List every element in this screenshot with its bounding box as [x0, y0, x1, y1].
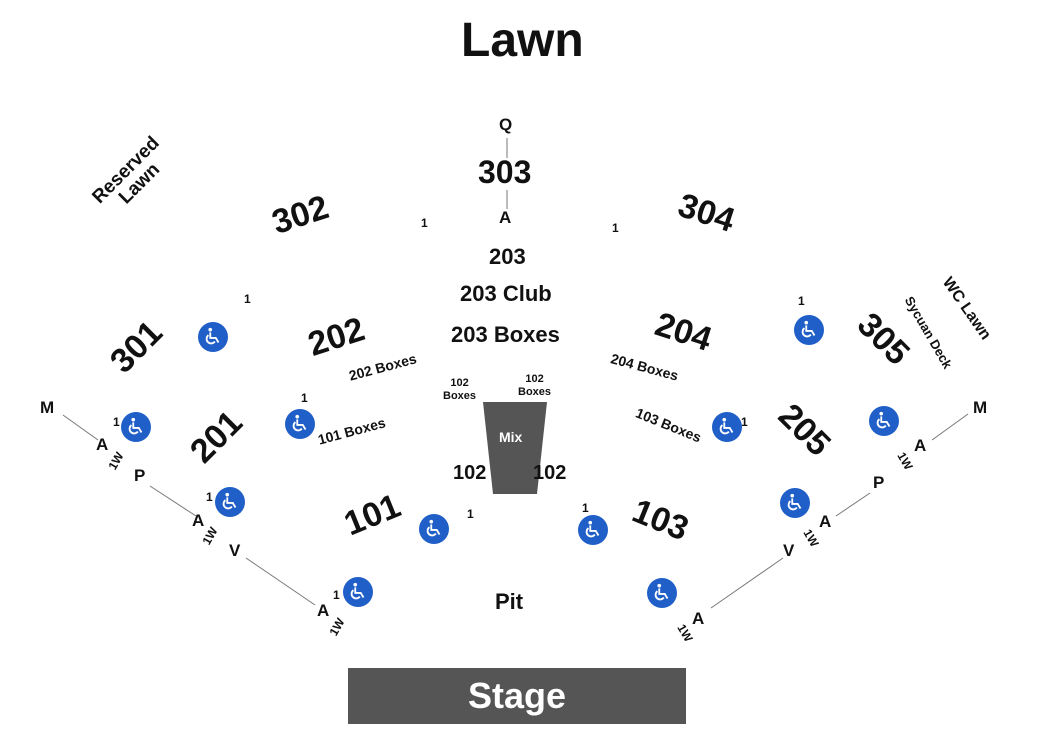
boxes-203-label[interactable]: 203 Boxes: [451, 322, 560, 347]
wheelchair-count: 1: [113, 415, 120, 429]
wheelchair-icon[interactable]: [712, 412, 742, 442]
lawn-title: Lawn: [461, 14, 584, 67]
row-a-left-1: A: [96, 435, 109, 454]
row-a-right-3: A: [692, 609, 705, 628]
club-203-label[interactable]: 203 Club: [460, 281, 552, 306]
wheelchair-icon[interactable]: [343, 577, 373, 607]
wheelchair-count: 1: [582, 501, 589, 515]
wheelchair-icon[interactable]: [578, 515, 608, 545]
wheelchair-icon[interactable]: [869, 406, 899, 436]
wheelchair-icon[interactable]: [198, 322, 228, 352]
wheelchair-count: 1: [301, 391, 308, 405]
stage-label: Stage: [467, 675, 567, 716]
wheelchair-icon[interactable]: [794, 315, 824, 345]
row-v-left: V: [229, 541, 241, 560]
wheelchair-count: 1: [741, 415, 748, 429]
wheelchair-count: 1: [244, 292, 251, 306]
wheelchair-count: 1: [206, 490, 213, 504]
wheelchair-icon[interactable]: [647, 578, 677, 608]
mix-booth[interactable]: [483, 402, 547, 494]
section-102-right[interactable]: 102: [533, 462, 567, 484]
row-p-right: P: [873, 473, 885, 492]
section-102-left[interactable]: 102: [453, 462, 487, 484]
stage: Stage: [348, 668, 686, 724]
row-a-303-label: A: [499, 208, 512, 227]
wheelchair-count: 1: [798, 294, 805, 308]
boxes-102-left-label[interactable]: 102 Boxes: [443, 377, 477, 402]
section-303[interactable]: 303: [478, 154, 532, 190]
row-m-right: M: [973, 398, 988, 417]
wheelchair-icon[interactable]: [780, 488, 810, 518]
wheelchair-count: 1: [612, 221, 619, 235]
row-q-label: Q: [499, 115, 513, 134]
wheelchair-count: 1: [421, 216, 428, 230]
mix-label: Mix: [499, 429, 523, 445]
row-p-left: P: [134, 466, 146, 485]
row-a-left-2: A: [192, 511, 205, 530]
row-a-right-1: A: [914, 436, 927, 455]
wheelchair-icon[interactable]: [285, 409, 315, 439]
wheelchair-icon[interactable]: [419, 514, 449, 544]
wheelchair-icon[interactable]: [215, 487, 245, 517]
wheelchair-count: 1: [333, 588, 340, 602]
row-a-right-2: A: [819, 512, 832, 531]
wheelchair-count: 1: [467, 507, 474, 521]
section-203[interactable]: 203: [489, 244, 526, 269]
row-m-left: M: [40, 398, 55, 417]
pit-label[interactable]: Pit: [495, 589, 524, 614]
row-a-left-3: A: [317, 601, 330, 620]
boxes-102-right-label[interactable]: 102 Boxes: [518, 373, 552, 398]
row-v-right: V: [783, 541, 795, 560]
wheelchair-icon[interactable]: [121, 412, 151, 442]
